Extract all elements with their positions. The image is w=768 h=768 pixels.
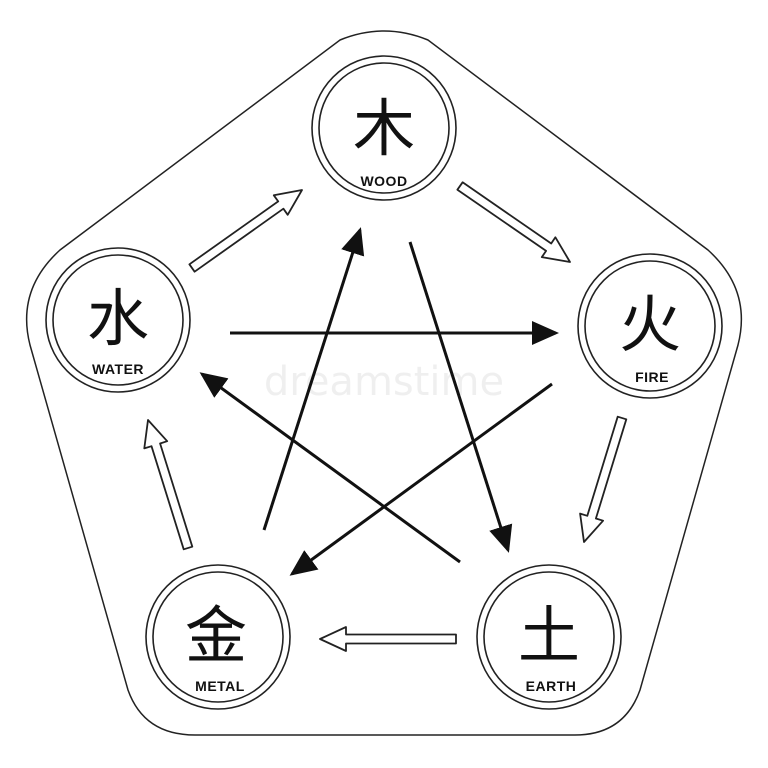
fire-glyph: 火 (619, 288, 681, 361)
metal-to-water-hollow-arrow (143, 419, 194, 551)
element-fire: 火 FIRE (577, 253, 723, 399)
pentagon-outline (25, 30, 743, 736)
wood-glyph: 木 (353, 92, 415, 165)
element-wood: 木 WOOD (311, 55, 457, 201)
water-label: WATER (92, 361, 144, 377)
element-water: 水 WATER (45, 247, 191, 393)
earth-to-metal-hollow-arrow (319, 626, 457, 652)
wood-label: WOOD (360, 173, 407, 189)
water-to-wood-hollow-arrow (188, 189, 303, 273)
fire-label: FIRE (635, 369, 669, 385)
earth-glyph: 土 (518, 599, 580, 672)
generating-cycle (143, 181, 628, 652)
element-metal: 金 METAL (145, 564, 291, 710)
watermark-text: dreamstime (264, 359, 504, 405)
fire-to-earth-hollow-arrow (579, 415, 628, 543)
fire-to-metal-arrow (289, 382, 553, 576)
wood-to-fire-hollow-arrow (456, 181, 571, 263)
metal-label: METAL (195, 678, 245, 694)
element-earth: 土 EARTH (476, 564, 622, 710)
earth-to-water-arrow (199, 372, 461, 564)
water-glyph: 水 (87, 282, 149, 355)
metal-to-wood-arrow (262, 227, 365, 531)
wood-to-earth-arrow (408, 241, 513, 553)
metal-glyph: 金 (185, 599, 247, 672)
controlling-cycle (199, 227, 559, 576)
earth-label: EARTH (526, 678, 577, 694)
